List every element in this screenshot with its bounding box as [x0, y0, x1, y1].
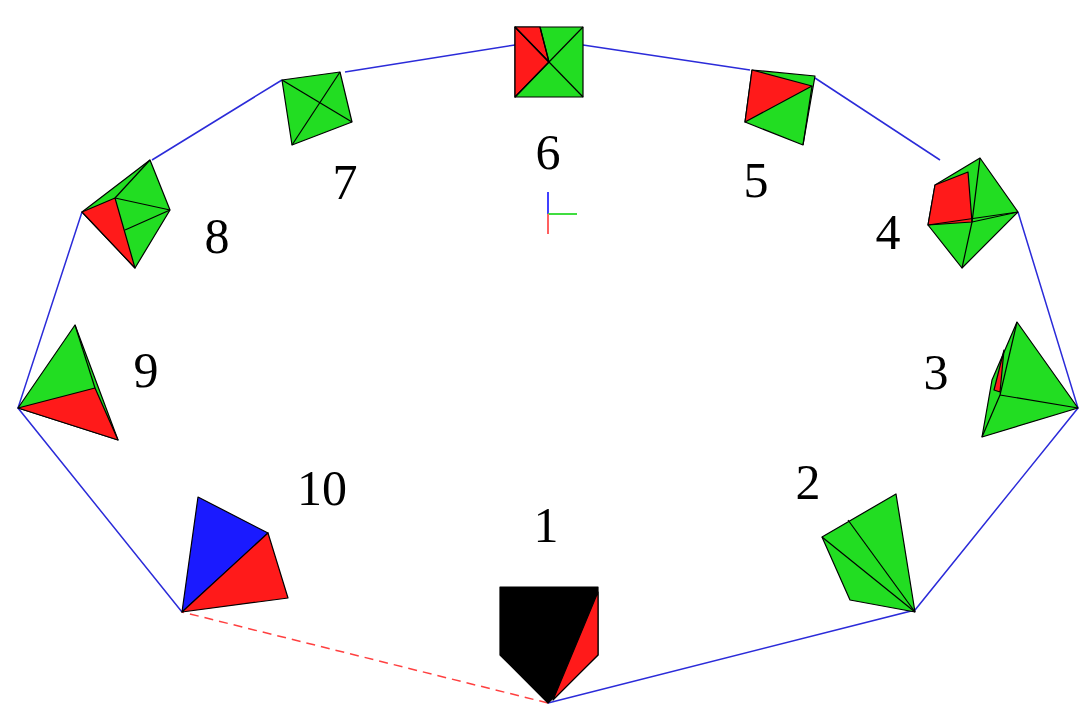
pose-10 — [182, 497, 288, 612]
callout-number: 6 — [536, 127, 561, 177]
callout-number: 3 — [924, 347, 949, 397]
pose-4 — [928, 158, 1018, 268]
pose-2 — [822, 494, 915, 612]
pose-9 — [18, 325, 118, 440]
pose-5 — [745, 70, 815, 145]
callout-number: 7 — [333, 157, 358, 207]
pose-1 — [500, 587, 598, 703]
callout-number: 1 — [534, 500, 559, 550]
callout-number: 9 — [134, 345, 159, 395]
pose-8 — [82, 160, 170, 268]
pose-7 — [282, 72, 352, 145]
callout-number: 2 — [796, 457, 821, 507]
callout-number: 8 — [205, 211, 230, 261]
callout-number: 4 — [876, 207, 901, 257]
ring-line — [18, 45, 1078, 703]
callout-number: 5 — [744, 155, 769, 205]
pose-6 — [515, 27, 583, 97]
pose-3 — [982, 322, 1078, 437]
axes — [548, 192, 577, 234]
closing-line — [182, 612, 548, 703]
callout-number: 10 — [297, 463, 347, 513]
